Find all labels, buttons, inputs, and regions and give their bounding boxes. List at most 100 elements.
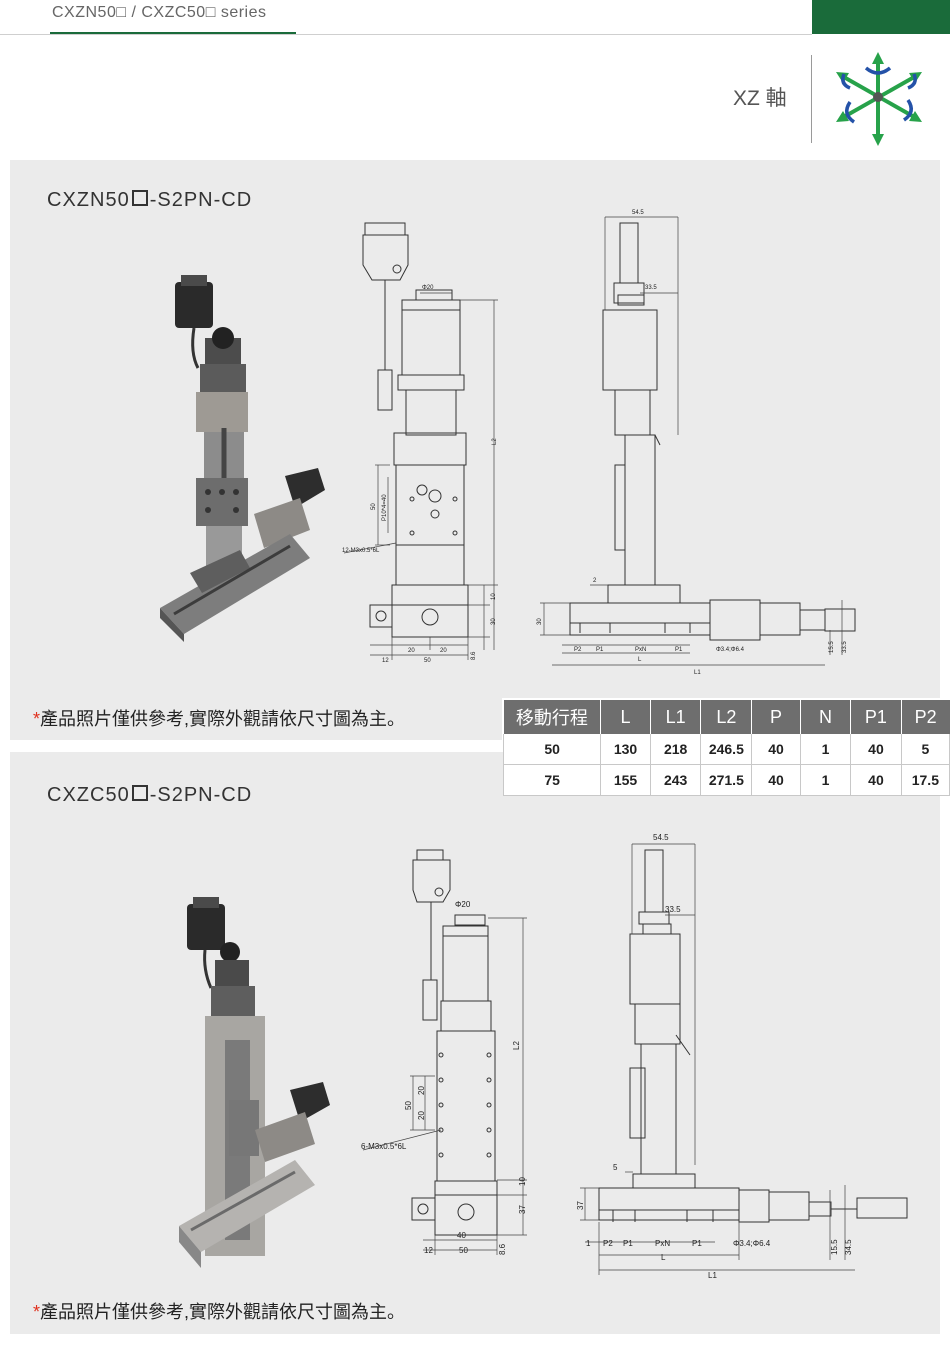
dim-12: 12 xyxy=(424,1246,433,1255)
side-dim-l: L xyxy=(661,1253,666,1262)
product1-front-drawing: Φ20 L2 50 P10*4=40 12-M3x0.5*6L 10 30 12… xyxy=(342,222,498,664)
dim-20b: 20 xyxy=(440,648,447,654)
table-cell: 155 xyxy=(600,764,651,796)
axis-separator xyxy=(811,55,812,143)
col-l: L xyxy=(600,700,651,734)
header-divider xyxy=(0,34,812,35)
side-dim-hole: Φ3.4;Φ6.4 xyxy=(733,1239,771,1248)
table-cell: 40 xyxy=(751,734,801,765)
side-dim-15.5: 15.5 xyxy=(830,1239,839,1255)
dim-phi20: Φ20 xyxy=(455,900,471,909)
table-row: 50 130 218 246.5 40 1 40 5 xyxy=(502,734,950,765)
dim-40: 40 xyxy=(457,1231,466,1240)
product1-panel-right xyxy=(502,160,940,698)
dim-l2: L2 xyxy=(492,438,498,445)
table-cell: 40 xyxy=(850,734,902,765)
dim-50b: 50 xyxy=(424,658,431,664)
table-cell: 17.5 xyxy=(901,764,950,796)
product1-note: *產品照片僅供參考,實際外觀請依尺寸圖為主。 xyxy=(33,705,405,731)
col-n: N xyxy=(800,700,852,734)
dim-20a: 20 xyxy=(417,1086,426,1095)
product2-panel xyxy=(10,752,940,1334)
side-dim-p2: P2 xyxy=(603,1239,613,1248)
dim-10: 10 xyxy=(518,1177,527,1186)
side-dim-pxn: PxN xyxy=(635,647,646,653)
product2-model-prefix: CXZC50 xyxy=(47,784,130,806)
dim-8.6: 8.6 xyxy=(471,651,477,660)
table-cell: 40 xyxy=(850,764,902,796)
series-title: CXZN50□ / CXZC50□ series xyxy=(52,4,267,21)
col-l2: L2 xyxy=(700,700,753,734)
dim-l2: L2 xyxy=(512,1041,521,1050)
product2-photo xyxy=(179,897,330,1268)
table-cell: 5 xyxy=(901,734,950,765)
table-row: 75 155 243 271.5 40 1 40 17.5 xyxy=(502,764,950,796)
side-dim-p1b: P1 xyxy=(675,647,683,653)
table-cell: 40 xyxy=(751,764,801,796)
dim-50: 50 xyxy=(404,1101,413,1110)
dim-m3-holes: 6-M3x0.5*6L xyxy=(361,1142,407,1151)
xz-axis-icon xyxy=(836,52,922,146)
product2-note-text: 產品照片僅供參考,實際外觀請依尺寸圖為主。 xyxy=(40,1302,406,1322)
dim-50: 50 xyxy=(371,503,377,510)
side-dim-1: 1 xyxy=(586,1239,591,1248)
axis-label: XZ 軸 xyxy=(733,87,787,110)
table-cell: 1 xyxy=(800,764,852,796)
side-dim-33.5: 33.5 xyxy=(645,285,657,291)
table-cell: 75 xyxy=(502,764,602,796)
dim-30: 30 xyxy=(491,618,497,625)
product1-model-suffix: -S2PN-CD xyxy=(149,189,253,211)
dim-50b: 50 xyxy=(459,1246,468,1255)
note-asterisk: * xyxy=(33,1302,41,1322)
dim-p10: P10*4=40 xyxy=(382,494,388,521)
side-dim-p2: P2 xyxy=(574,647,582,653)
table-cell: 1 xyxy=(800,734,852,765)
product1-note-text: 產品照片僅供參考,實際外觀請依尺寸圖為主。 xyxy=(40,709,406,729)
col-p2: P2 xyxy=(901,700,950,734)
dim-37: 37 xyxy=(518,1205,527,1214)
dim-m3-holes: 12-M3x0.5*6L xyxy=(342,548,380,554)
title-underline xyxy=(50,32,296,35)
table-cell: 243 xyxy=(650,764,702,796)
col-l1: L1 xyxy=(650,700,702,734)
product2-model-suffix: -S2PN-CD xyxy=(149,784,253,806)
side-dim-pxn: PxN xyxy=(655,1239,670,1248)
side-dim-l1: L1 xyxy=(708,1271,717,1280)
table-cell: 50 xyxy=(502,734,602,765)
table-cell: 130 xyxy=(600,734,651,765)
dim-20b: 20 xyxy=(417,1111,426,1120)
table-cell: 246.5 xyxy=(700,734,753,765)
product2-model-title: CXZC50 -S2PN-CD xyxy=(47,784,252,807)
side-dim-54.5: 54.5 xyxy=(653,833,669,842)
connector-icon xyxy=(175,275,213,369)
dim-phi20: Φ20 xyxy=(422,285,434,291)
product1-panel xyxy=(10,160,502,740)
side-dim-p1a: P1 xyxy=(623,1239,633,1248)
spec-table: 移動行程 L L1 L2 P N P1 P2 50 130 218 246.5 … xyxy=(502,700,950,796)
side-dim-5: 5 xyxy=(613,1163,618,1172)
side-dim-30: 30 xyxy=(537,618,543,625)
table-cell: 218 xyxy=(650,734,702,765)
col-p1: P1 xyxy=(850,700,902,734)
connector-icon xyxy=(187,897,225,989)
table-cell: 271.5 xyxy=(700,764,753,796)
side-dim-15.5: 15.5 xyxy=(829,641,835,653)
header-green-block xyxy=(812,0,950,34)
side-dim-p1a: P1 xyxy=(596,647,604,653)
note-asterisk: * xyxy=(33,709,41,729)
side-dim-2: 2 xyxy=(593,578,597,584)
side-dim-33.5: 33.5 xyxy=(665,905,681,914)
dim-20a: 20 xyxy=(408,648,415,654)
dim-12: 12 xyxy=(382,658,389,664)
col-stroke: 移動行程 xyxy=(503,700,602,734)
spec-table-header: 移動行程 L L1 L2 P N P1 P2 xyxy=(503,700,950,734)
dim-10: 10 xyxy=(491,593,497,600)
model-placeholder-box xyxy=(131,785,148,801)
product1-side-drawing: 54.5 33.5 2 30 P2 P1 PxN P1 Φ3.4;Φ6.4 L … xyxy=(537,210,856,676)
side-dim-37: 37 xyxy=(576,1201,585,1210)
side-dim-p1b: P1 xyxy=(692,1239,702,1248)
side-dim-54.5: 54.5 xyxy=(632,210,644,216)
side-dim-33.5b: 33.5 xyxy=(842,641,848,653)
side-dim-l1: L1 xyxy=(694,670,701,676)
product1-model-prefix: CXZN50 xyxy=(47,189,130,211)
